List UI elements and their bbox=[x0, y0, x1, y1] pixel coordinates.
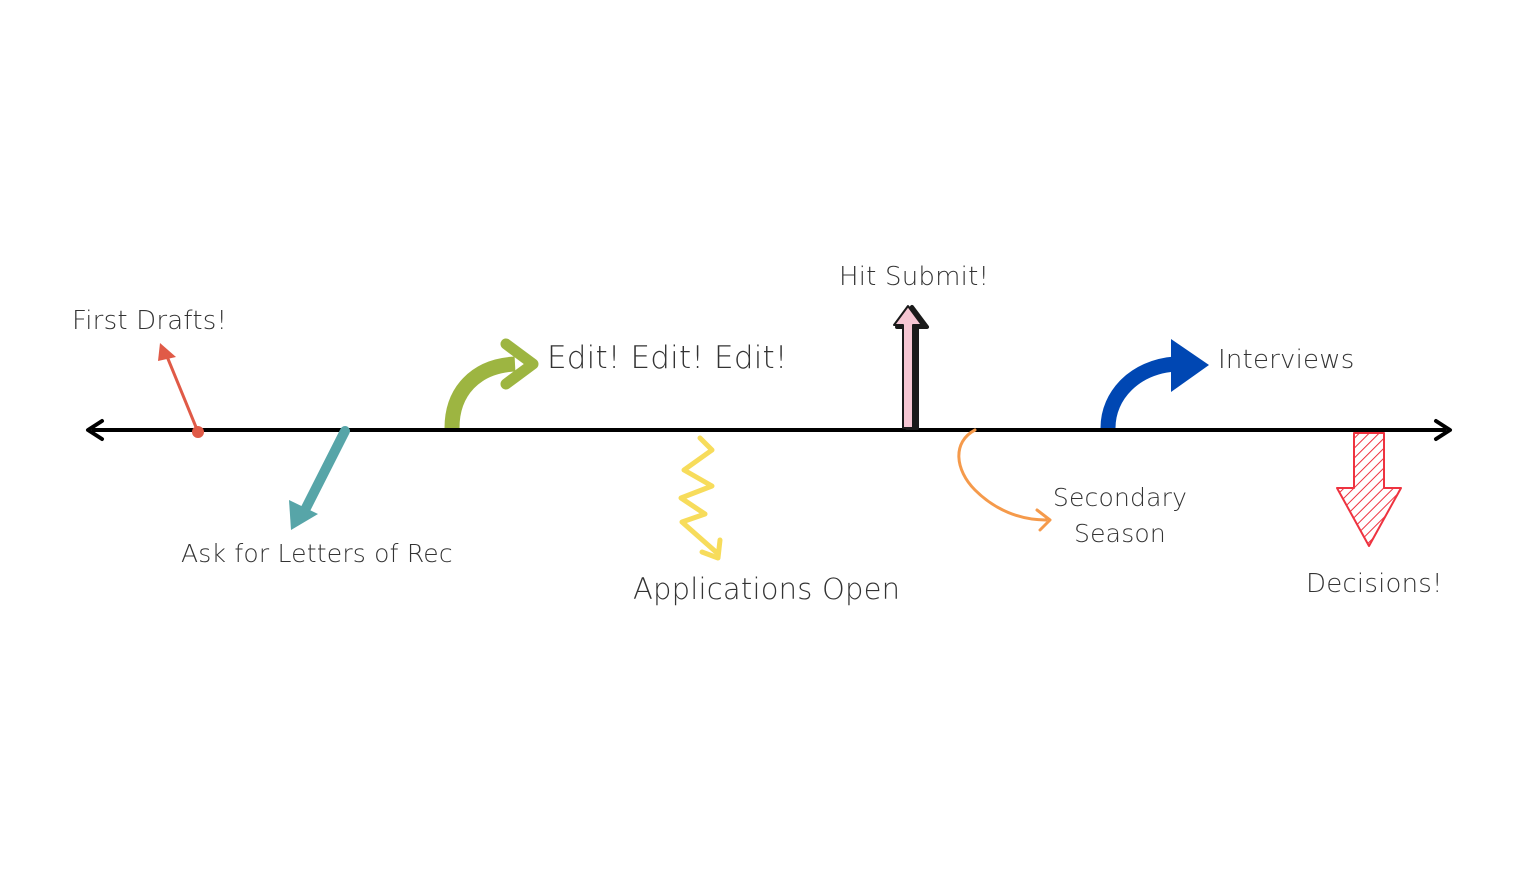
secondary-season-label: Secondary Season bbox=[1040, 480, 1200, 552]
applications-squiggle-arrow-icon bbox=[678, 435, 723, 561]
first-drafts-arrow-icon bbox=[158, 343, 204, 438]
timeline-axis bbox=[86, 419, 1452, 441]
left-arrowhead-icon bbox=[86, 419, 104, 441]
decisions-down-arrow-icon bbox=[1336, 432, 1402, 547]
right-arrowhead-icon bbox=[1434, 419, 1452, 441]
hit-submit-label: Hit Submit! bbox=[839, 262, 990, 292]
applications-open-label: Applications Open bbox=[633, 572, 901, 606]
secondary-season-arrow-icon bbox=[957, 428, 1052, 532]
interviews-label: Interviews bbox=[1218, 345, 1355, 375]
edit-curved-arrow-icon bbox=[444, 338, 539, 429]
first-drafts-label: First Drafts! bbox=[72, 306, 228, 336]
ask-letters-arrow-icon bbox=[289, 426, 350, 530]
interviews-curved-arrow-icon bbox=[1100, 339, 1209, 429]
secondary-season-line2: Season bbox=[1074, 519, 1166, 548]
secondary-season-line1: Secondary bbox=[1052, 483, 1188, 512]
edit-label: Edit! Edit! Edit! bbox=[547, 340, 788, 376]
submit-up-arrow-icon bbox=[893, 305, 929, 430]
ask-letters-label: Ask for Letters of Rec bbox=[181, 539, 453, 568]
decisions-label: Decisions! bbox=[1306, 569, 1443, 599]
